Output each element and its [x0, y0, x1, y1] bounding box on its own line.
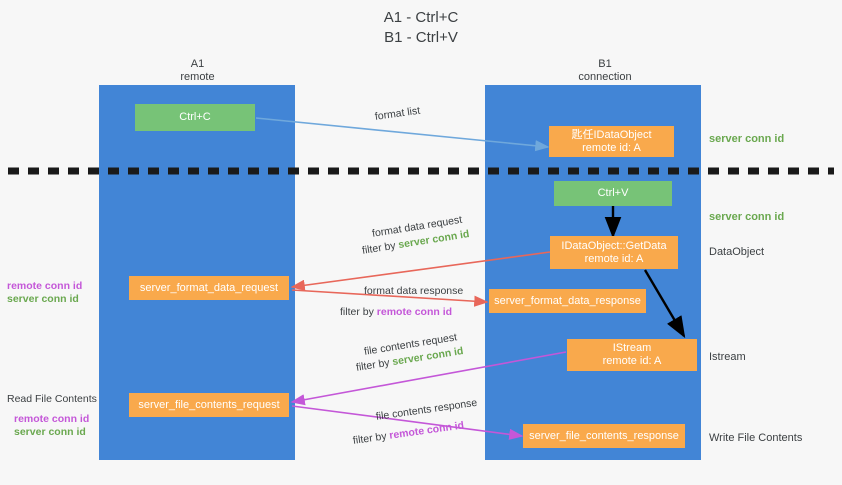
lane-a1-role: remote	[180, 71, 215, 83]
box-server-format-data-request[interactable]: server_format_data_request	[129, 276, 289, 300]
right-istream-text: Istream	[709, 351, 746, 363]
left-read-file-contents-text: Read File Contents	[7, 393, 97, 405]
left-remote-conn-id-1-text: remote conn id	[7, 280, 83, 292]
right-write-file-contents-text: Write File Contents	[709, 432, 803, 444]
box-idataobject[interactable]: 匙任IDataObject remote id: A	[549, 126, 674, 157]
left-server-conn-id-1-text: server conn id	[7, 293, 79, 305]
annotation-filter-by-remote-conn-1: filter by remote conn id	[340, 305, 452, 319]
right-label-server-conn-id-1: server conn id	[709, 132, 784, 146]
box-getdata-subtitle: remote id: A	[584, 252, 644, 265]
annotation-format-list: format list	[374, 104, 421, 124]
lane-header-a1: A1 remote	[140, 58, 255, 84]
left-server-conn-id-2-text: server conn id	[14, 426, 86, 438]
box-server-file-contents-response-label: server_file_contents_response	[529, 429, 679, 442]
filter-prefix-1: filter by	[361, 239, 400, 257]
box-server-file-contents-request[interactable]: server_file_contents_request	[129, 393, 289, 417]
filter-prefix-3: filter by	[355, 356, 394, 374]
lane-a1-name: A1	[190, 58, 205, 70]
annotation-filter-by-remote-conn-2: filter by remote conn id	[352, 418, 465, 447]
right-label-istream: Istream	[709, 350, 746, 364]
right-server-conn-id-1-text: server conn id	[709, 133, 785, 145]
box-server-format-data-response-label: server_format_data_response	[494, 294, 641, 307]
box-server-format-data-request-label: server_format_data_request	[139, 281, 279, 294]
lane-b1-role: connection	[578, 71, 632, 83]
title-line-1: A1 - Ctrl+C	[383, 9, 459, 26]
box-ctrl-c[interactable]: Ctrl+C	[135, 104, 255, 131]
box-istream-title: IStream	[612, 342, 652, 354]
left-label-remote-conn-id-2: remote conn id	[14, 412, 89, 426]
box-ctrl-v[interactable]: Ctrl+V	[554, 181, 672, 206]
box-server-file-contents-response[interactable]: server_file_contents_response	[523, 424, 685, 448]
diagram-title: A1 - Ctrl+C B1 - Ctrl+V	[0, 8, 842, 48]
right-label-server-conn-id-2: server conn id	[709, 210, 784, 224]
box-ctrl-v-label: Ctrl+V	[597, 187, 629, 199]
left-label-server-conn-id-1: server conn id	[7, 292, 79, 306]
box-idataobject-subtitle: remote id: A	[582, 141, 641, 154]
left-remote-conn-id-2-text: remote conn id	[14, 413, 90, 425]
filter-prefix-4: filter by	[352, 429, 391, 447]
left-label-server-conn-id-2: server conn id	[14, 425, 86, 439]
box-getdata[interactable]: IDataObject::GetData remote id: A	[550, 236, 678, 269]
box-getdata-title: IDataObject::GetData	[561, 239, 667, 252]
box-server-file-contents-request-label: server_file_contents_request	[138, 398, 280, 411]
lane-b1-name: B1	[598, 58, 612, 70]
filter-key-2: remote conn id	[376, 306, 453, 318]
right-label-write-file-contents: Write File Contents	[709, 431, 802, 445]
lane-header-b1: B1 connection	[545, 58, 665, 84]
box-server-format-data-response[interactable]: server_format_data_response	[489, 289, 646, 313]
annotation-format-data-response-label: format data response	[364, 285, 464, 297]
box-istream-subtitle: remote id: A	[602, 355, 662, 367]
annotation-format-list-label: format list	[374, 104, 421, 123]
annotation-format-data-response: format data response	[364, 284, 463, 298]
left-label-remote-conn-id-1: remote conn id	[7, 279, 82, 293]
right-label-dataobject: DataObject	[709, 245, 764, 259]
box-istream[interactable]: IStream remote id: A	[567, 339, 697, 371]
right-dataobject-text: DataObject	[709, 246, 765, 258]
left-label-read-file-contents: Read File Contents	[7, 392, 97, 406]
filter-key-4: remote conn id	[388, 419, 465, 442]
box-idataobject-title: 匙任IDataObject	[571, 128, 652, 141]
right-server-conn-id-2-text: server conn id	[709, 211, 785, 223]
box-ctrl-c-label: Ctrl+C	[179, 111, 211, 123]
filter-prefix-2: filter by	[340, 306, 377, 318]
title-line-2: B1 - Ctrl+V	[384, 29, 458, 46]
